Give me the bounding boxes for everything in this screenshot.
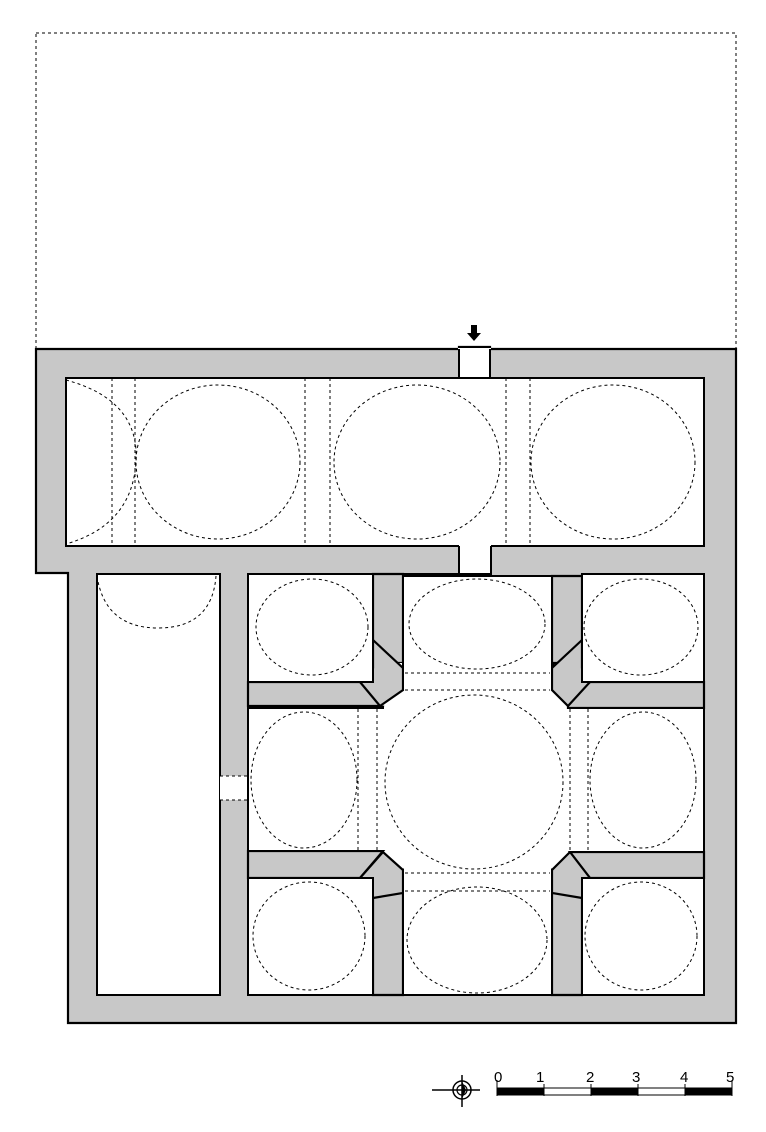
chamber-dome [252,881,366,991]
scale-segment [684,1087,733,1096]
scale-tick-label: 1 [536,1069,544,1086]
court-opening-east [566,709,576,851]
chamber-south-east [581,877,705,996]
long-side-room [96,573,221,996]
chamber-dome [408,578,546,670]
scale-segment [543,1087,592,1096]
chamber-dome [255,578,369,676]
court-opening-south [404,866,551,878]
chamber-dome [589,711,697,849]
scale-tick-label: 5 [726,1069,734,1086]
court-opening-west [378,709,388,850]
chamber-dome [584,881,698,991]
pier-right-upper [566,680,706,710]
entrance-arrow-icon [467,325,481,341]
upper-hall-dome [530,384,696,540]
upper-hall-dome [333,384,501,540]
chamber-south [402,871,553,996]
scale-segment [637,1087,686,1096]
scale-tick-label: 2 [586,1069,594,1086]
side-doorway [220,776,250,800]
chamber-dome [583,578,699,676]
upper-hall [65,377,705,547]
scale-bar: 0 1 2 3 4 5 [494,1069,734,1096]
chamber-dome [406,886,548,994]
scale-tick-label: 4 [680,1069,688,1086]
chamber-dome [250,711,358,849]
scale-tick-label: 0 [494,1069,502,1086]
entrance-gap [458,348,491,378]
north-arrow-icon [432,1075,480,1107]
chamber-south-west [247,877,374,996]
court-opening-north [404,660,551,690]
scale-segment [590,1087,639,1096]
pier-right-lower [567,850,706,880]
chamber-north-east [581,573,705,683]
scale-segment [496,1087,545,1096]
central-dome [384,694,564,870]
chamber-north-west [247,573,374,683]
central-passage [459,540,491,576]
forecourt-outline [35,32,737,350]
scale-tick-label: 3 [632,1069,640,1086]
chamber-west [247,707,383,852]
upper-hall-dome [135,384,301,540]
chamber-east [569,707,705,853]
